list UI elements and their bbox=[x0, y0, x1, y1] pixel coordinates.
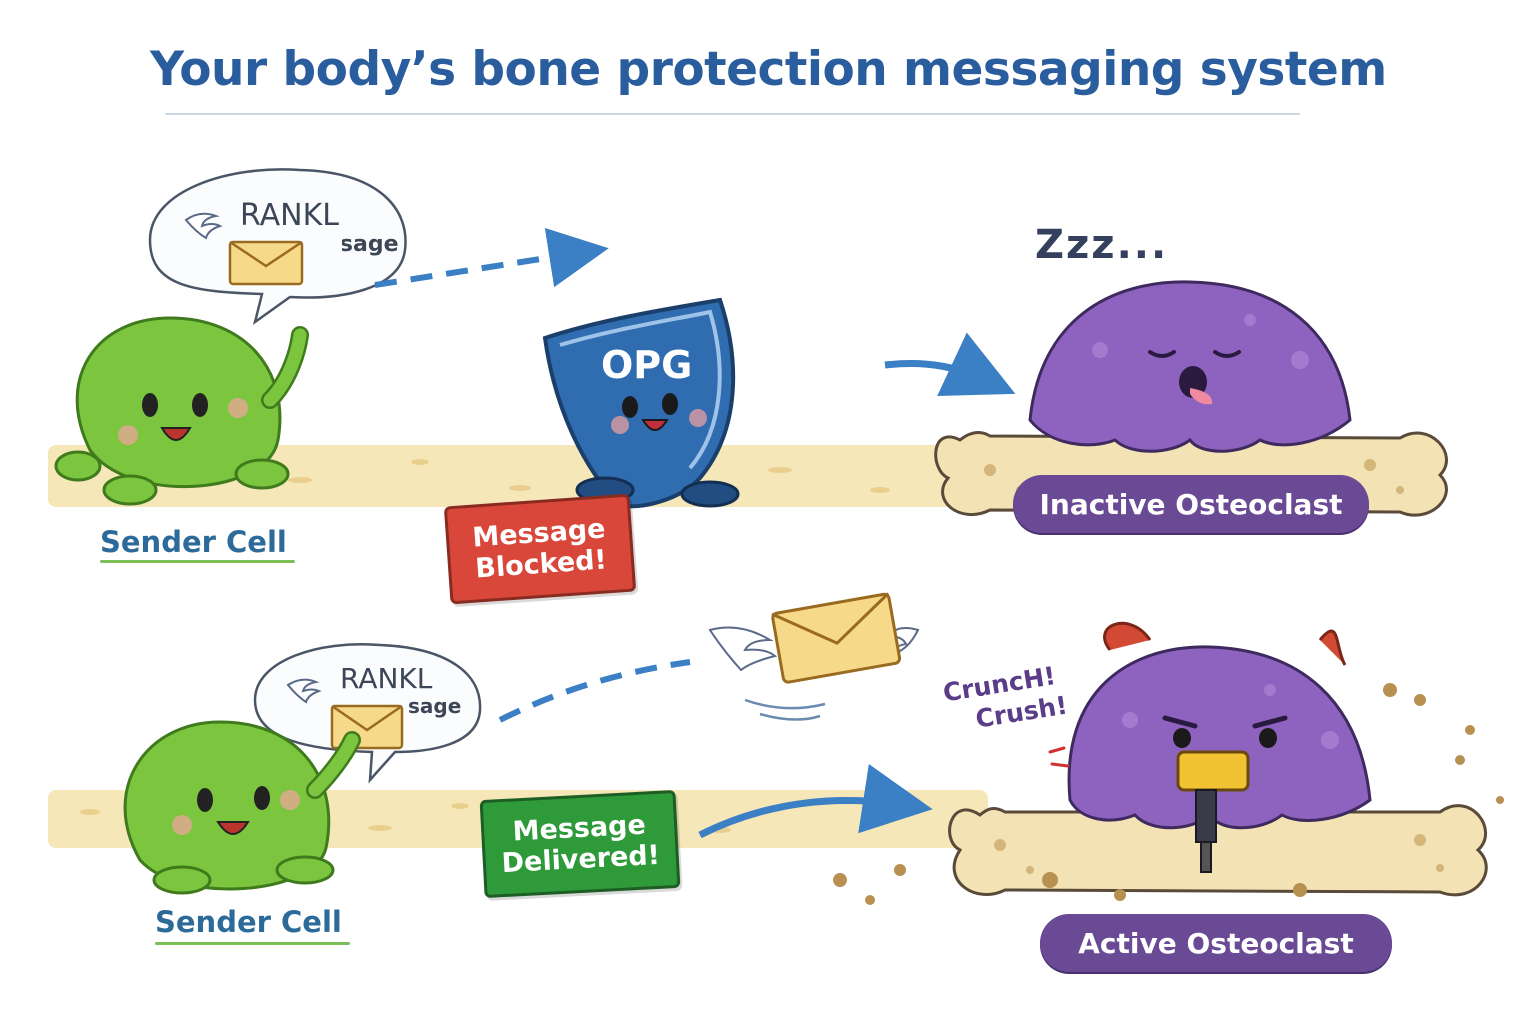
top-sender-cell bbox=[54, 316, 309, 506]
top-bubble-title: RANKL bbox=[240, 198, 339, 233]
message-blocked-sign: Message Blocked! bbox=[443, 493, 637, 605]
bone-crumbs bbox=[833, 683, 1504, 905]
bottom-sender-cell bbox=[123, 720, 361, 895]
inactive-osteoclast-label: Inactive Osteoclast bbox=[1013, 475, 1369, 533]
bottom-dashed-arrow bbox=[498, 659, 691, 723]
page-title: Your body’s bone protection messaging sy… bbox=[150, 42, 1387, 97]
wing-icon bbox=[286, 678, 322, 704]
wing-icon bbox=[708, 626, 778, 672]
top-bubble-subtitle: Message bbox=[290, 232, 399, 257]
envelope-icon bbox=[228, 240, 304, 286]
bottom-bubble-subtitle: sage bbox=[408, 694, 462, 718]
inactive-osteoclast bbox=[1028, 280, 1352, 453]
bottom-sender-label: Sender Cell bbox=[155, 905, 342, 939]
top-sender-underline bbox=[100, 560, 295, 563]
wing-icon bbox=[184, 212, 223, 240]
top-solid-arrow bbox=[884, 332, 1016, 396]
top-dashed-arrow bbox=[374, 227, 609, 288]
opg-shield: OPG bbox=[542, 297, 740, 509]
sleep-text: Zzz... bbox=[1035, 222, 1169, 268]
bottom-solid-arrow bbox=[698, 764, 933, 839]
top-speech-bubble bbox=[148, 168, 407, 325]
top-sender-label: Sender Cell bbox=[100, 525, 287, 559]
flying-envelope bbox=[708, 592, 920, 721]
envelope-icon bbox=[771, 592, 902, 684]
message-delivered-sign: Message Delivered! bbox=[479, 789, 681, 899]
bottom-sender-underline bbox=[155, 942, 350, 945]
opg-label: OPG bbox=[601, 343, 692, 387]
active-osteoclast bbox=[1048, 621, 1372, 873]
top-ground-strip bbox=[48, 445, 1048, 507]
title-underline bbox=[165, 113, 1300, 115]
active-osteoclast-label: Active Osteoclast bbox=[1040, 914, 1392, 972]
bottom-bubble-title: RANKL bbox=[340, 662, 433, 695]
jackhammer-icon bbox=[1176, 750, 1250, 873]
